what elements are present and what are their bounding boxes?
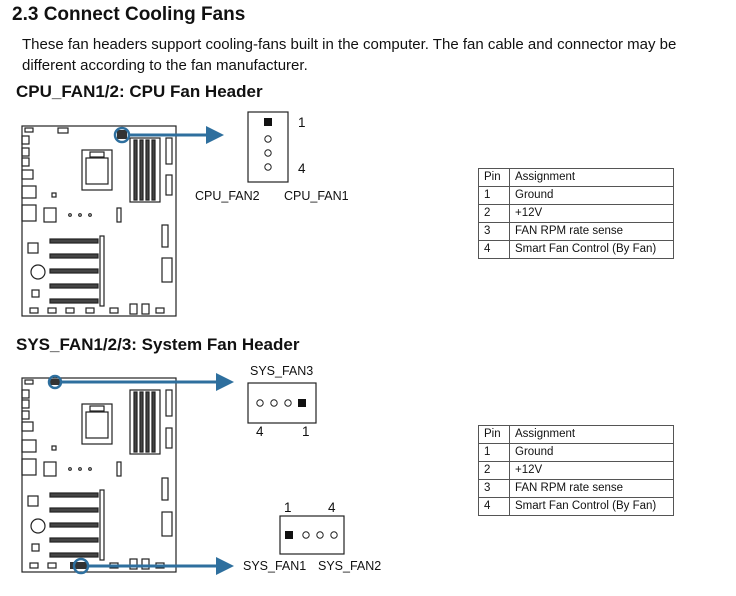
table-cell-assignment: Ground	[509, 443, 674, 462]
table-row: 4 Smart Fan Control (By Fan)	[478, 497, 674, 516]
sys-fan-heading: SYS_FAN1/2/3: System Fan Header	[16, 335, 300, 354]
sys-fan3-header-on-board	[50, 379, 60, 385]
table-cell-assignment: +12V	[509, 204, 674, 223]
cpu-pin-first-label: 1	[298, 115, 306, 130]
section-intro: These fan headers support cooling-fans b…	[22, 36, 677, 74]
sys-fan3-label: SYS_FAN3	[250, 364, 314, 378]
table-header-pin: Pin	[478, 425, 510, 444]
table-row: 2 +12V	[478, 204, 674, 223]
sys-fan2-label: SYS_FAN2	[318, 559, 382, 573]
table-cell-assignment: +12V	[509, 461, 674, 480]
table-cell-assignment: Smart Fan Control (By Fan)	[509, 497, 674, 516]
table-cell-pin: 4	[478, 497, 510, 516]
table-cell-pin: 1	[478, 443, 510, 462]
table-header-pin: Pin	[478, 168, 510, 187]
motherboard-board	[21, 125, 177, 317]
sys-fan12-header-on-board	[70, 562, 88, 569]
cpu-fan2-label: CPU_FAN2	[195, 189, 260, 203]
sys-top-arrow-head	[216, 373, 234, 391]
sys-bottom-arrow-head	[216, 557, 234, 575]
table-header-assignment: Assignment	[509, 168, 674, 187]
table-cell-pin: 3	[478, 479, 510, 498]
table-cell-assignment: Ground	[509, 186, 674, 205]
table-row: 2 +12V	[478, 461, 674, 480]
sys-pin-table: Pin Assignment 1 Ground 2 +12V 3 FAN RPM…	[478, 425, 674, 516]
sys-fan1-label: SYS_FAN1	[243, 559, 307, 573]
cpu-pin-last-label: 4	[298, 161, 306, 176]
table-row: 3 FAN RPM rate sense	[478, 479, 674, 498]
sys-motherboard-board	[21, 377, 177, 573]
table-cell-pin: 2	[478, 204, 510, 223]
table-cell-pin: 3	[478, 222, 510, 241]
cpu-fan1-label: CPU_FAN1	[284, 189, 349, 203]
cpu-fan-heading: CPU_FAN1/2: CPU Fan Header	[16, 82, 263, 101]
cpu-pin-table: Pin Assignment 1 Ground 2 +12V 3 FAN RPM…	[478, 168, 674, 259]
table-cell-pin: 2	[478, 461, 510, 480]
table-header-assignment: Assignment	[509, 425, 674, 444]
table-cell-assignment: FAN RPM rate sense	[509, 222, 674, 241]
cpu-fan-header-on-board	[117, 130, 127, 139]
cpu-arrow-head	[206, 126, 224, 144]
sys-fan3-pin-right-label: 1	[302, 424, 310, 439]
table-row: 3 FAN RPM rate sense	[478, 222, 674, 241]
sys-fan12-pin-left-label: 1	[284, 500, 292, 515]
table-cell-pin: 1	[478, 186, 510, 205]
sys-fan3-pin-left-label: 4	[256, 424, 264, 439]
table-header-row: Pin Assignment	[478, 168, 674, 187]
table-row: 4 Smart Fan Control (By Fan)	[478, 240, 674, 259]
table-header-row: Pin Assignment	[478, 425, 674, 444]
table-row: 1 Ground	[478, 443, 674, 462]
sys-fan12-pin-right-label: 4	[328, 500, 336, 515]
section-title: 2.3 Connect Cooling Fans	[12, 4, 246, 25]
table-cell-assignment: Smart Fan Control (By Fan)	[509, 240, 674, 259]
table-cell-pin: 4	[478, 240, 510, 259]
table-row: 1 Ground	[478, 186, 674, 205]
table-cell-assignment: FAN RPM rate sense	[509, 479, 674, 498]
